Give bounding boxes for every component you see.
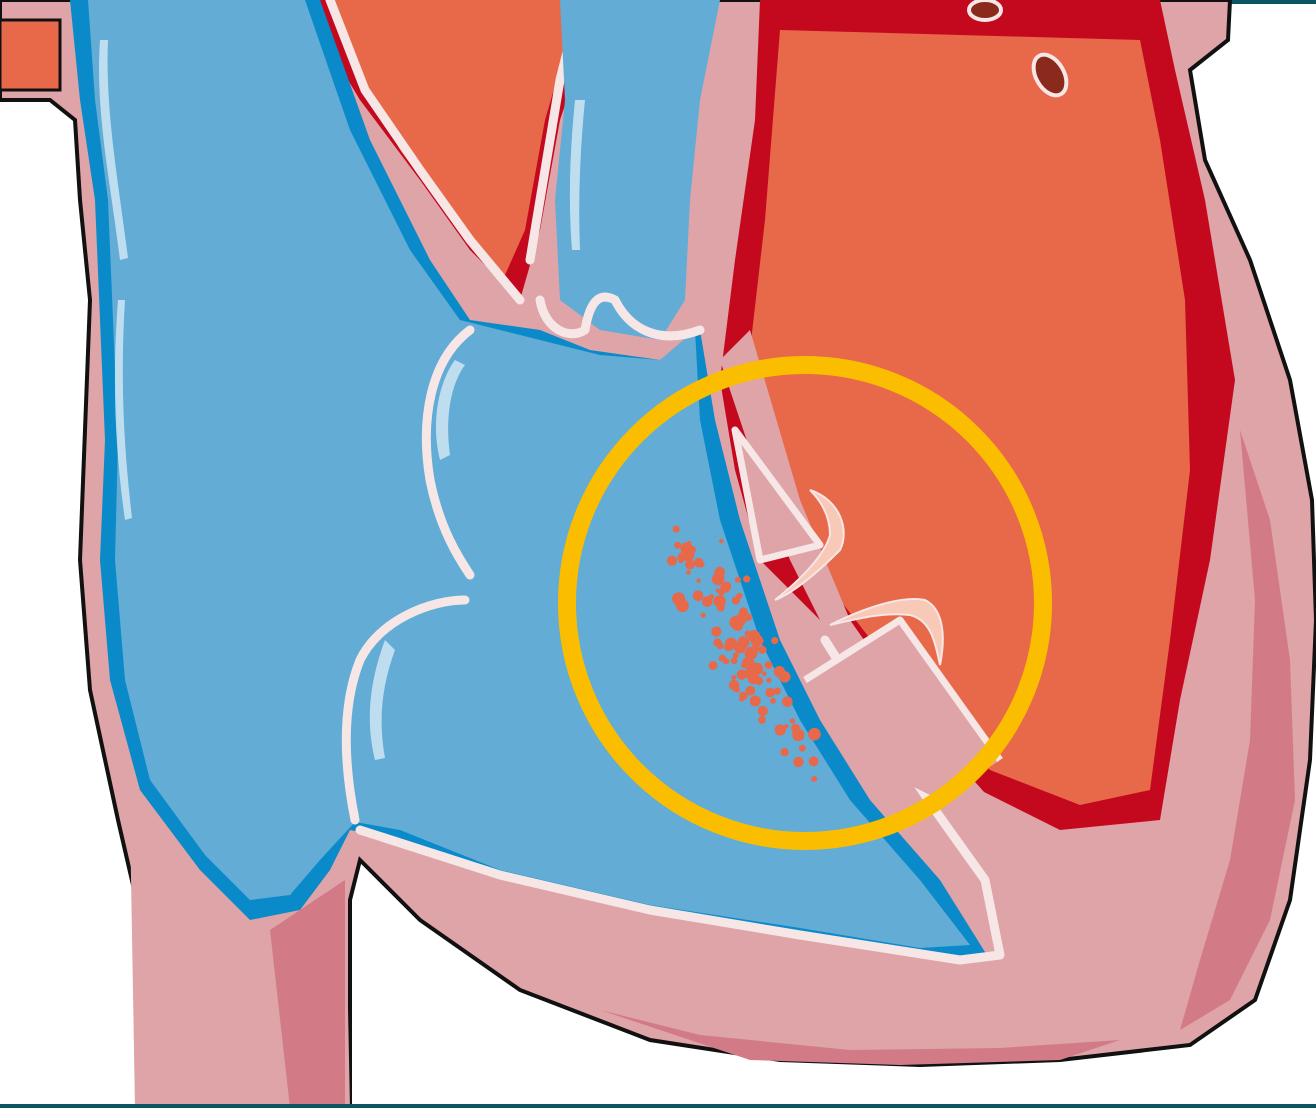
blood-particle <box>770 698 776 704</box>
blood-particle <box>736 613 747 624</box>
blood-particle <box>667 556 677 566</box>
blood-particle <box>790 718 795 723</box>
blood-particle <box>686 570 691 575</box>
blood-particle <box>762 671 767 676</box>
blood-particle <box>758 706 768 716</box>
blood-particle <box>758 646 766 654</box>
blood-particle <box>758 716 766 724</box>
blood-particle <box>687 541 691 545</box>
bottom-frame-border <box>0 1104 1316 1108</box>
blood-particle <box>755 677 763 685</box>
blood-particle <box>724 643 733 652</box>
blood-particle <box>723 658 729 664</box>
blood-particle <box>732 597 740 605</box>
left-artery-stub <box>0 20 60 90</box>
blood-particle <box>808 728 821 741</box>
blood-particle <box>729 680 739 690</box>
blood-particle <box>793 729 804 740</box>
blood-particle <box>701 613 706 618</box>
blood-particle <box>693 591 704 602</box>
blood-particle <box>672 592 685 605</box>
blood-particle <box>696 578 701 583</box>
blood-particle <box>765 661 773 669</box>
blood-particle <box>719 539 724 544</box>
blood-particle <box>766 678 771 683</box>
blood-particle <box>717 643 724 650</box>
blood-particle <box>750 696 761 707</box>
blood-particle <box>731 657 738 664</box>
blood-particle <box>716 588 720 592</box>
blood-particle <box>793 757 803 767</box>
blood-particle <box>746 686 756 696</box>
blood-particle <box>759 639 764 644</box>
blood-particle <box>722 581 731 590</box>
blood-particle <box>709 661 718 670</box>
blood-particle <box>717 604 725 612</box>
blood-particle <box>771 637 778 644</box>
blood-particle <box>735 577 741 583</box>
blood-particle <box>737 636 749 648</box>
blood-particle <box>780 748 788 756</box>
blood-particle <box>765 688 775 698</box>
blood-particle <box>731 675 736 680</box>
blood-particle <box>743 575 750 582</box>
blood-particle <box>809 756 819 766</box>
blood-particle <box>673 526 680 533</box>
blood-particle <box>811 776 817 782</box>
blood-particle <box>674 542 681 549</box>
blood-particle <box>699 562 705 568</box>
blood-particle <box>774 666 785 677</box>
blood-particle <box>677 553 686 562</box>
blood-particle <box>709 594 714 599</box>
blood-particle <box>739 696 745 702</box>
blood-particle <box>775 724 786 735</box>
blood-particle <box>782 696 793 707</box>
blood-particle <box>747 650 752 655</box>
blood-particle <box>688 546 696 554</box>
blood-particle <box>799 745 806 752</box>
blood-particle <box>711 627 721 637</box>
